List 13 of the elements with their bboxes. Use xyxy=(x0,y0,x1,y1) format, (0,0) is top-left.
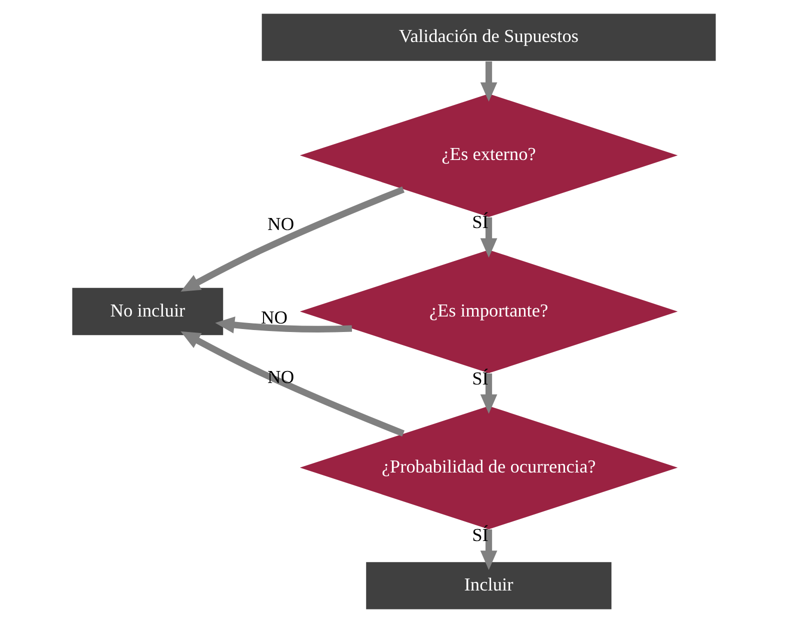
edge-label: NO xyxy=(268,366,294,387)
arrow xyxy=(215,316,352,334)
edge-label: NO xyxy=(268,214,294,234)
node-box: No incluir xyxy=(72,288,224,336)
arrow xyxy=(480,373,498,414)
node-box: Incluir xyxy=(366,562,612,610)
arrow xyxy=(480,529,498,570)
arrow xyxy=(480,217,498,258)
node-box: Validación de Supuestos xyxy=(262,14,716,61)
arrow xyxy=(180,186,405,292)
edge-label: NO xyxy=(260,308,288,328)
arrow xyxy=(180,331,405,437)
arrow xyxy=(480,61,498,102)
